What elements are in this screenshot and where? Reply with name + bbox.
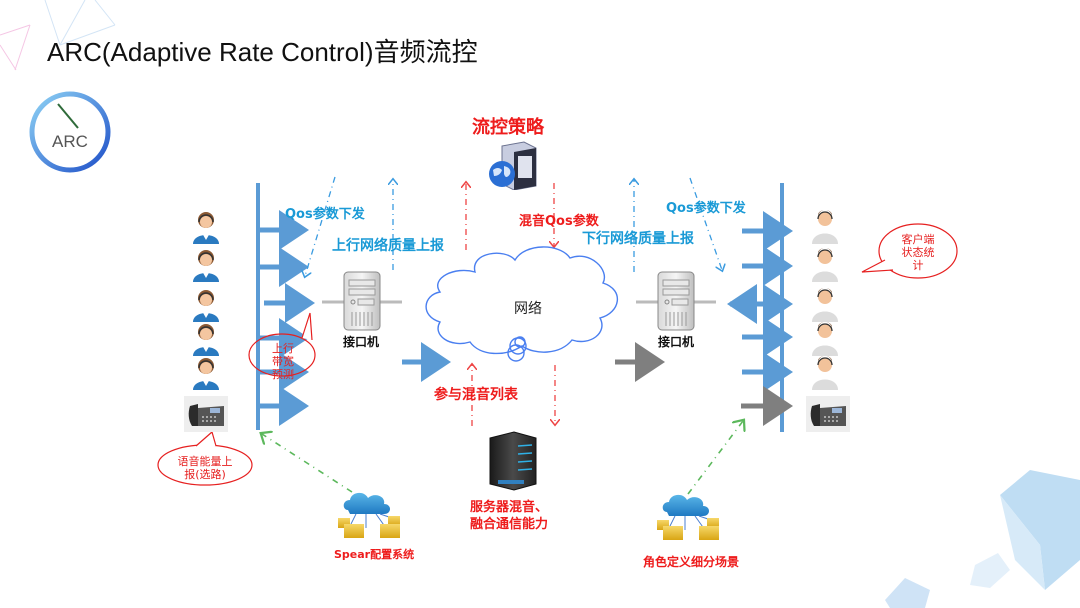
left-gateway-label: 接口机: [343, 335, 380, 349]
male-agent-icon: [812, 288, 838, 322]
female-agent-icon: [193, 358, 219, 390]
network-label: 网络: [514, 301, 542, 317]
mix-list-label: 参与混音列表: [434, 387, 518, 403]
bandwidth-callout-shape: [248, 312, 316, 377]
right-downlink-report-label: 下行网络质量上报: [582, 231, 694, 247]
female-agent-icon: [193, 324, 219, 356]
server-label-line1: 服务器混音、: [470, 500, 549, 515]
left-bus: [256, 183, 315, 430]
bandwidth-callout-text: 上行带宽预测: [272, 342, 294, 381]
arc-gauge-icon: [29, 91, 111, 173]
left-uplink-report-label: 上行网络质量上报: [332, 238, 444, 254]
male-agent-icon: [812, 356, 838, 390]
mixing-server-icon: [489, 431, 537, 491]
role-label: 角色定义细分场景: [643, 555, 740, 569]
right-dashed-links: [634, 178, 722, 272]
desk-phone-icon: [806, 396, 850, 432]
energy-callout-text: 语音能量上报(选路): [177, 455, 233, 481]
policy-label: 流控策略: [472, 117, 544, 138]
left-dashed-links: [305, 176, 393, 276]
desk-phone-icon: [184, 396, 228, 432]
left-qos-label: Qos参数下发: [285, 207, 365, 222]
red-dashed-links: [466, 183, 555, 426]
male-agent-icon: [812, 210, 838, 244]
left-gateway-server-icon: [322, 271, 402, 331]
page-title: ARC(Adaptive Rate Control)音频流控: [47, 37, 478, 67]
server-label-line2: 融合通信能力: [470, 517, 549, 532]
male-agent-icon: [812, 248, 838, 282]
decor-blocks: [885, 470, 1080, 608]
policy-server-globe-icon: [489, 141, 537, 190]
mix-qos-label: 混音Qos参数: [519, 214, 599, 229]
network-cloud: [425, 246, 619, 362]
arc-logo: ARC: [28, 90, 112, 174]
client-callout-text: 客户端状态统计: [901, 233, 935, 272]
spear-label: Spear配置系统: [334, 548, 415, 561]
client-callout-shape: [861, 223, 958, 279]
arc-logo-text: ARC: [52, 132, 88, 151]
male-agent-icon: [812, 322, 838, 356]
right-bus: [727, 183, 793, 432]
female-agent-icon: [193, 290, 219, 322]
role-cloud-folders-icon: [657, 494, 719, 540]
female-agent-icon: [193, 212, 219, 244]
right-qos-label: Qos参数下发: [666, 201, 746, 216]
right-gateway-server-icon: [636, 271, 716, 331]
spear-cloud-folders-icon: [338, 492, 400, 538]
green-dashed-links: [262, 421, 743, 495]
female-agent-icon: [193, 250, 219, 282]
right-gateway-label: 接口机: [658, 335, 695, 349]
energy-callout-shape: [157, 430, 253, 486]
